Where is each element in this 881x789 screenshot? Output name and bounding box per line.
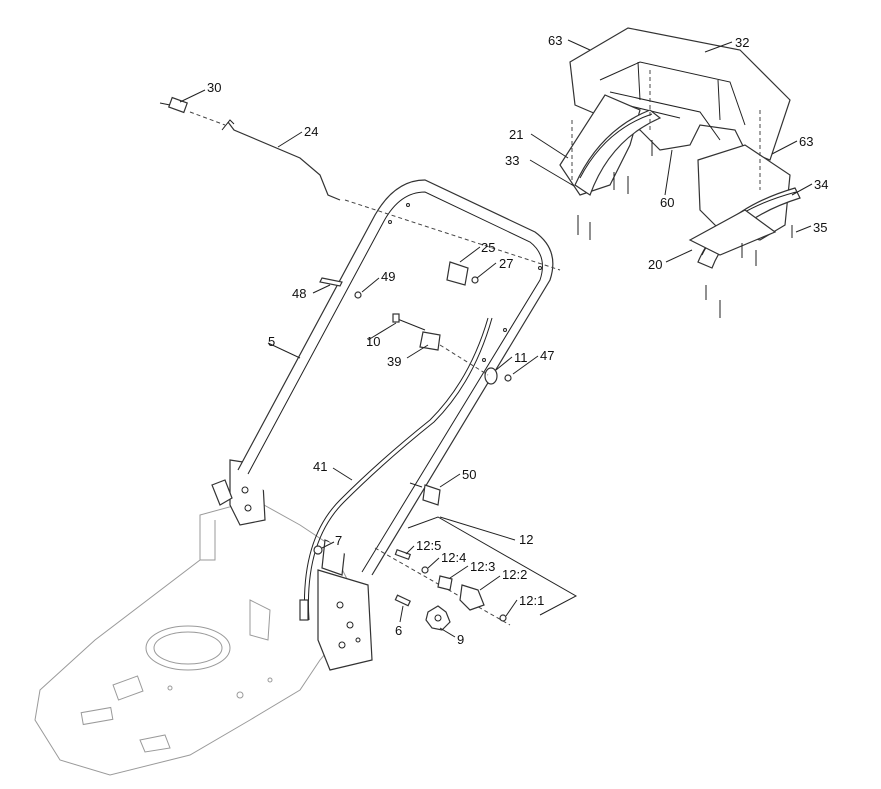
callout-11: 11 <box>514 350 528 365</box>
leader-lines <box>179 39 813 638</box>
handle-hardware <box>313 261 512 555</box>
callout-34: 34 <box>814 177 828 192</box>
callout-12: 12 <box>519 532 533 547</box>
knob-assembly <box>374 516 578 631</box>
callout-labels: 30 24 25 27 48 49 5 10 39 11 47 41 50 7 … <box>207 33 828 647</box>
callout-33: 33 <box>505 153 519 168</box>
callout-30: 30 <box>207 80 221 95</box>
linkage-rod <box>159 96 561 271</box>
callout-60: 60 <box>660 195 674 210</box>
callout-20: 20 <box>648 257 662 272</box>
callout-21: 21 <box>509 127 523 142</box>
callout-12-5: 12:5 <box>416 538 441 553</box>
callout-7: 7 <box>335 533 342 548</box>
callout-12-4: 12:4 <box>441 550 466 565</box>
callout-5: 5 <box>268 334 275 349</box>
callout-35: 35 <box>813 220 827 235</box>
callout-6: 6 <box>395 623 402 638</box>
callout-39: 39 <box>387 354 401 369</box>
callout-63-top: 63 <box>548 33 562 48</box>
callout-12-1: 12:1 <box>519 593 544 608</box>
console-assembly <box>559 27 801 318</box>
mower-deck <box>34 499 351 776</box>
callout-24: 24 <box>304 124 318 139</box>
callout-48: 48 <box>292 286 306 301</box>
callout-10: 10 <box>366 334 380 349</box>
callout-9: 9 <box>457 632 464 647</box>
callout-25: 25 <box>481 240 495 255</box>
callout-27: 27 <box>499 256 513 271</box>
callout-12-3: 12:3 <box>470 559 495 574</box>
callout-12-2: 12:2 <box>502 567 527 582</box>
callout-32: 32 <box>735 35 749 50</box>
callout-41: 41 <box>313 459 327 474</box>
callout-50: 50 <box>462 467 476 482</box>
callout-49: 49 <box>381 269 395 284</box>
callout-47: 47 <box>540 348 554 363</box>
callout-63-right: 63 <box>799 134 813 149</box>
